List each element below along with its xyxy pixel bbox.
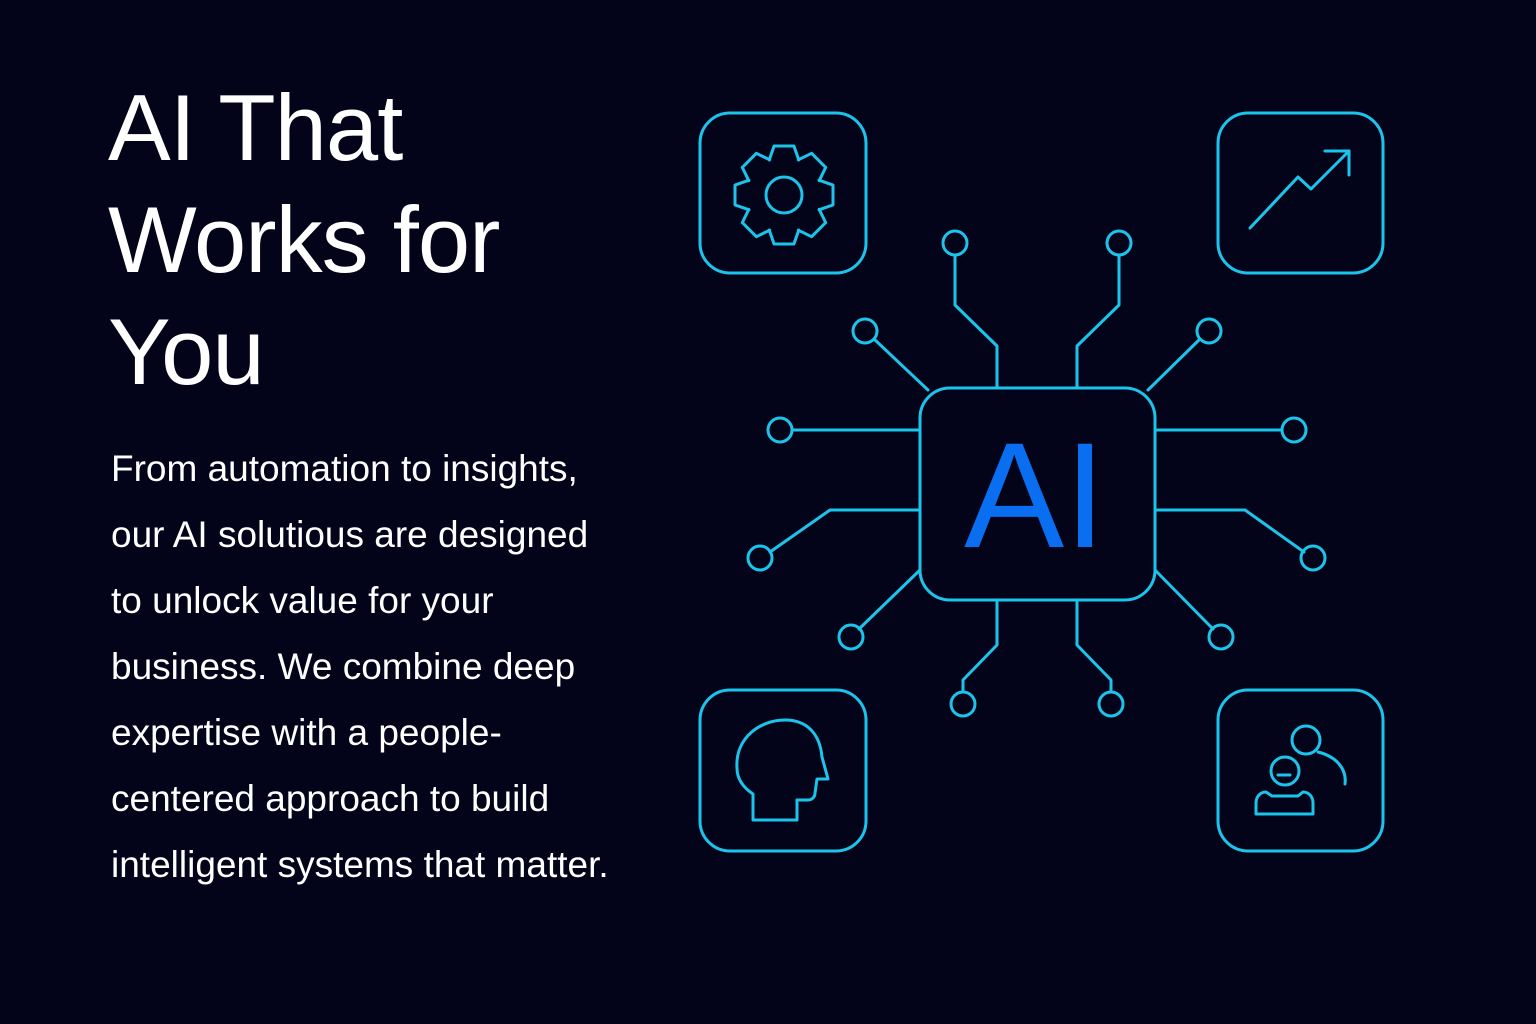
connector-node <box>949 690 977 718</box>
connector <box>1153 568 1215 631</box>
connector-node <box>837 623 865 651</box>
description-line: From automation to insights, <box>111 448 578 489</box>
trending-up-icon <box>1248 149 1351 230</box>
people-card <box>1216 688 1385 853</box>
connector <box>961 598 999 694</box>
connector-node <box>1195 317 1223 345</box>
description-line: intelligent systems that matter. <box>111 844 609 885</box>
connector <box>1153 508 1306 554</box>
gear-hub <box>764 175 804 215</box>
connector <box>953 253 999 390</box>
connector-node <box>941 229 969 257</box>
headline-line: AI That <box>108 75 403 180</box>
card-frame <box>1216 111 1385 275</box>
connector-node <box>1105 229 1133 257</box>
description-line: expertise with a people- <box>111 712 502 753</box>
description-line: centered approach to build <box>111 778 550 819</box>
card-frame <box>1216 688 1385 853</box>
description: From automation to insights, our AI solu… <box>111 436 609 898</box>
human-card <box>698 688 868 853</box>
users-icon <box>1254 724 1347 816</box>
connector <box>1075 253 1121 390</box>
connector-node <box>1280 416 1308 444</box>
connector-node <box>746 544 774 572</box>
card-frame <box>698 111 868 275</box>
growth-card <box>1216 111 1385 275</box>
connector <box>1075 598 1113 694</box>
description-line: to unlock value for your <box>111 580 494 621</box>
description-line: our AI solutious are designed <box>111 514 589 555</box>
connector-node <box>851 317 879 345</box>
ai-chip-box <box>918 386 1157 602</box>
connector <box>857 568 922 631</box>
ai-chip-label: AI <box>964 411 1106 579</box>
ai-chip: AI <box>918 386 1157 602</box>
connector <box>768 508 922 554</box>
automation-card <box>698 111 868 275</box>
connector-node <box>1299 544 1327 572</box>
headline-line: You <box>108 299 265 404</box>
connector-node <box>1097 690 1125 718</box>
card-frame <box>698 688 868 853</box>
connector-node <box>766 416 794 444</box>
description-line: business. We combine deep <box>111 646 576 687</box>
head-icon <box>735 718 830 822</box>
connector <box>872 337 930 392</box>
circuit-connectors <box>746 229 1327 718</box>
gear-icon <box>733 144 835 246</box>
headline: AI That Works for You <box>108 72 500 408</box>
connector-node <box>1207 623 1235 651</box>
headline-line: Works for <box>108 187 500 292</box>
connector <box>1146 337 1202 392</box>
